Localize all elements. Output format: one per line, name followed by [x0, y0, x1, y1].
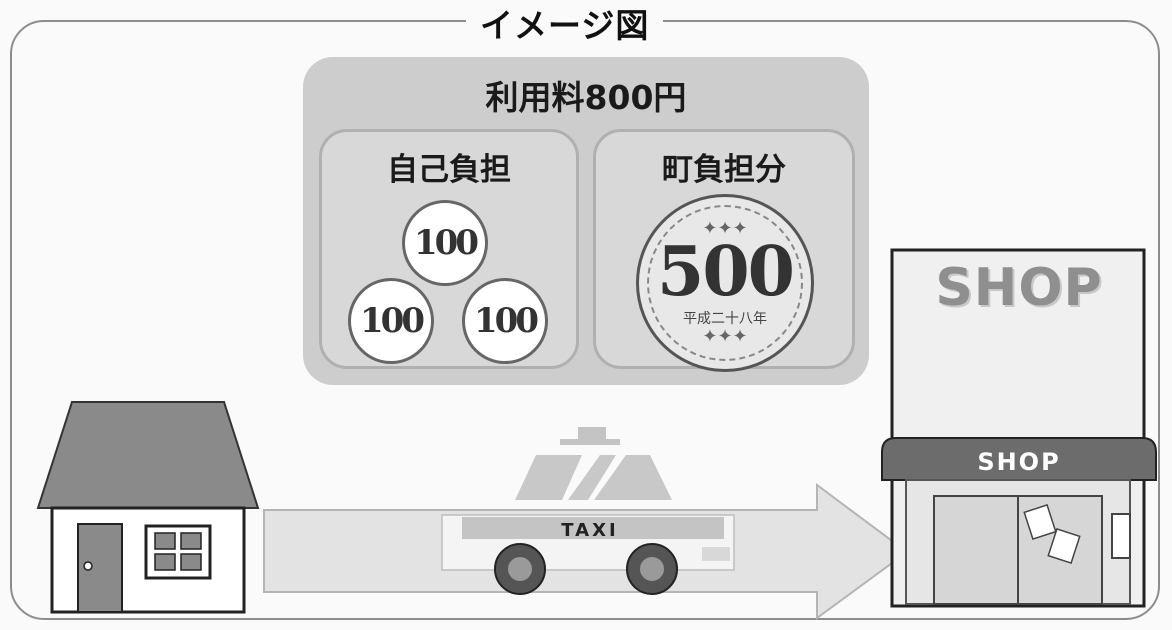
shop-icon: SHOP SHOP [878, 246, 1160, 612]
shop-building-icon [881, 248, 1157, 608]
town-pay-box: 町負担分 ✦✦✦ 500 平成二十八年 ✦✦✦ [593, 129, 855, 372]
fee-total-label: 利用料800円 [485, 78, 687, 117]
coin-500-icon: ✦✦✦ 500 平成二十八年 ✦✦✦ [636, 194, 814, 372]
self-pay-label: 自己負担 [387, 152, 511, 188]
diagram-title: イメージ図 [466, 6, 664, 46]
coin-500-rim [647, 205, 803, 361]
coin-100-icon: 100 [348, 278, 434, 364]
shop-sign-top: SHOP [935, 258, 1103, 318]
coin-100-icon: 100 [462, 278, 548, 364]
house-icon [36, 401, 260, 614]
town-pay-label: 町負担分 [662, 152, 786, 188]
fee-panel: 利用料800円 自己負担 100 100 100 町負担分 ✦✦✦ 500 平成… [303, 57, 869, 385]
self-pay-box: 自己負担 100 100 100 [319, 129, 579, 369]
taxi-label: TAXI [561, 520, 619, 541]
shop-sign-awning: SHOP [977, 448, 1061, 476]
coin-100-icon: 100 [402, 200, 488, 286]
taxi-body-icon [441, 427, 735, 595]
taxi-icon: TAXI [440, 425, 740, 600]
